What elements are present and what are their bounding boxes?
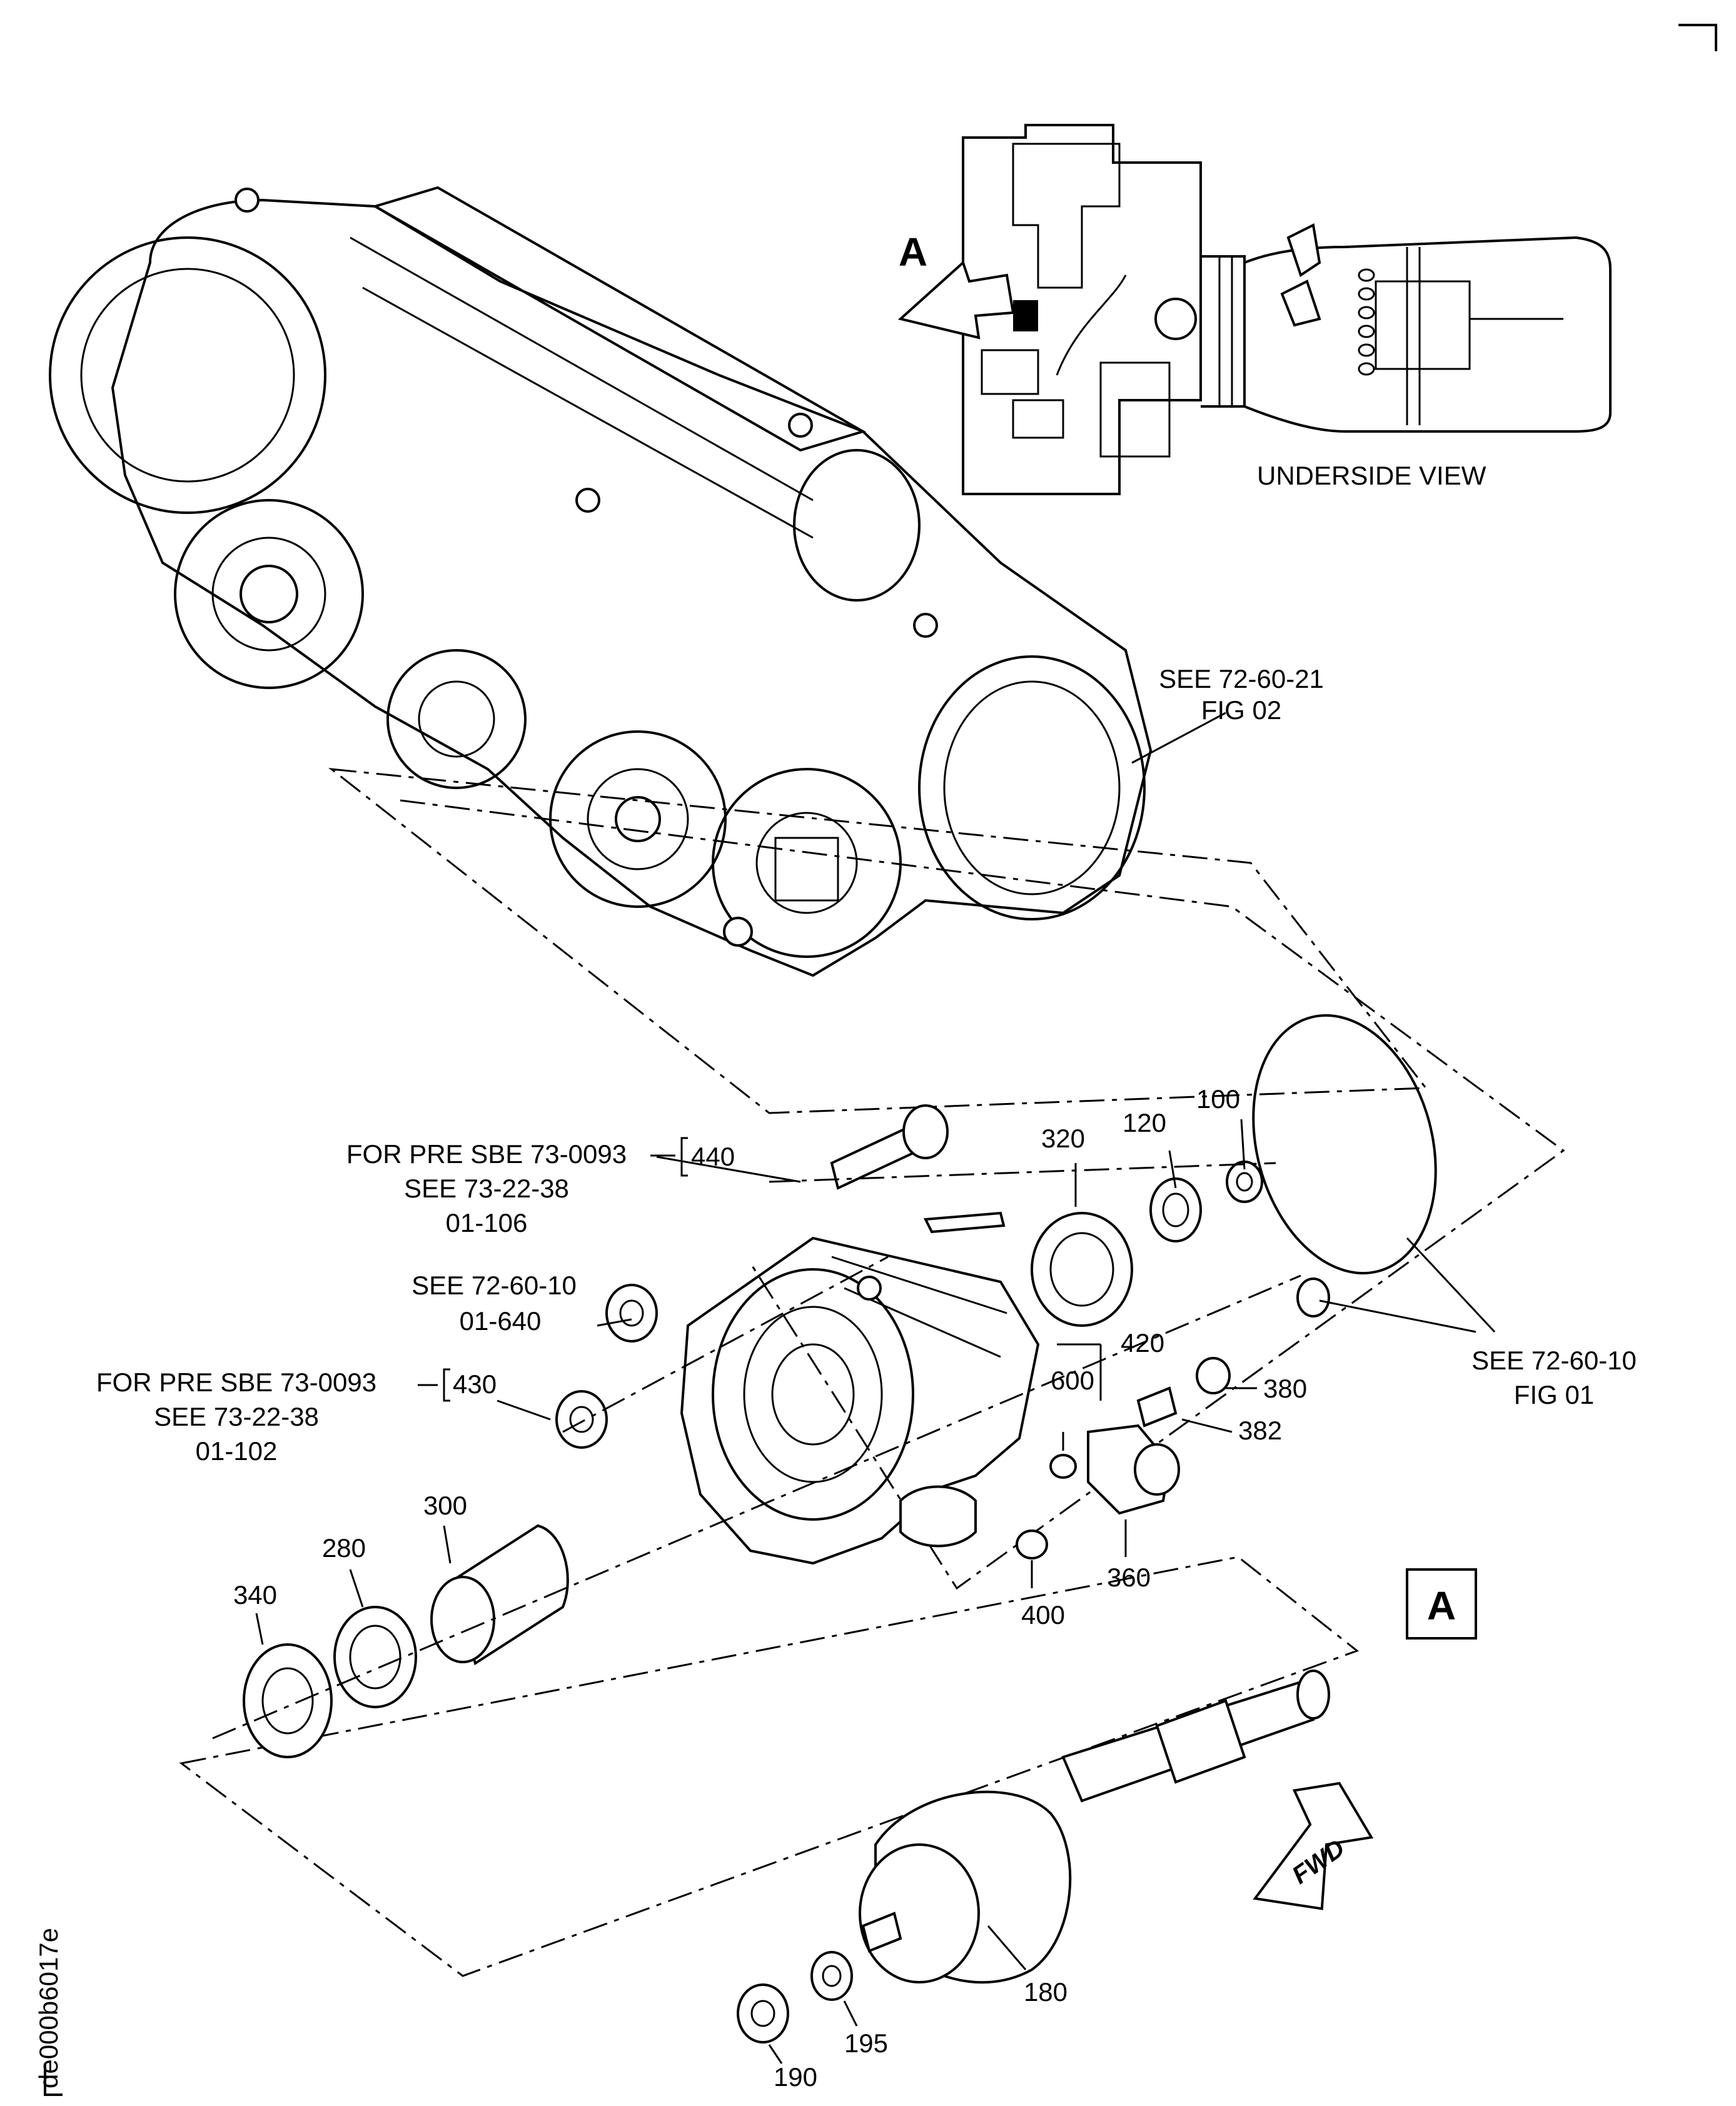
corner-mark-bottom [44, 2063, 63, 2096]
callout-340: 340 [233, 1580, 277, 1610]
callout-430: 430 [453, 1369, 497, 1399]
callout-440: 440 [691, 1142, 735, 1171]
callout-320: 320 [1041, 1124, 1085, 1153]
inset-caption: UNDERSIDE VIEW [1257, 461, 1486, 490]
part-195-washer [810, 1951, 853, 2001]
part-300-sleeve [430, 1524, 569, 1666]
fwd-arrow: FWD [1253, 1781, 1374, 1910]
boundary-middle [400, 799, 1565, 1590]
svg-text:FOR PRE SBE 73-0093: FOR PRE SBE 73-0093 [346, 1139, 627, 1169]
boundary-lower [179, 1556, 1360, 1977]
callout-360: 360 [1107, 1563, 1151, 1592]
part-340-seal [243, 1643, 333, 1758]
part-430-bearing [555, 1390, 608, 1449]
callout-300: 300 [423, 1491, 467, 1520]
svg-text:SEE 72-60-10: SEE 72-60-10 [1471, 1346, 1637, 1375]
large-o-ring [1252, 1014, 1437, 1275]
ref-72-60-21: SEE 72-60-21 FIG 02 [1159, 664, 1324, 725]
part-280-bearing [333, 1606, 417, 1708]
part-190-nut [737, 1983, 789, 2043]
callout-380: 380 [1263, 1374, 1307, 1403]
callout-382: 382 [1238, 1416, 1282, 1445]
svg-text:FOR PRE SBE 73-0093: FOR PRE SBE 73-0093 [96, 1368, 376, 1397]
part-360-sensor [1087, 1424, 1180, 1515]
ref-72-60-10-fig01: SEE 72-60-10 FIG 01 [1471, 1346, 1637, 1409]
cover-housing [680, 1211, 1040, 1565]
svg-text:01-640: 01-640 [460, 1306, 542, 1336]
part-400-washer [1016, 1529, 1048, 1559]
callout-400: 400 [1021, 1600, 1065, 1630]
callout-195: 195 [844, 2028, 888, 2058]
part-640-bearing [605, 1284, 658, 1343]
svg-text:SEE 73-22-38: SEE 73-22-38 [404, 1174, 569, 1203]
axis-line-main [212, 1274, 1301, 1740]
svg-text:SEE 73-22-38: SEE 73-22-38 [154, 1402, 319, 1431]
ref-440: FOR PRE SBE 73-0093 SEE 73-22-38 01-106 [346, 1137, 688, 1237]
part-440-bolt [830, 1104, 949, 1190]
small-o-ring [1296, 1277, 1330, 1318]
corner-mark [1678, 24, 1717, 51]
part-320-seal [1031, 1212, 1133, 1327]
svg-text:SEE 72-60-10: SEE 72-60-10 [411, 1271, 577, 1300]
part-380-plug [1196, 1357, 1231, 1394]
axis-line-upper [769, 1162, 1276, 1183]
callout-420: 420 [1121, 1328, 1164, 1358]
ref-640: SEE 72-60-10 01-640 [411, 1271, 577, 1336]
detail-marker-box [1406, 1568, 1477, 1640]
callout-600: 600 [1051, 1366, 1094, 1395]
svg-text:SEE 72-60-21: SEE 72-60-21 [1159, 664, 1324, 693]
part-600-pin [1049, 1454, 1077, 1479]
detail-marker: A [1427, 1583, 1456, 1628]
callout-120: 120 [1123, 1108, 1166, 1137]
callout-280: 280 [322, 1533, 366, 1563]
callout-190: 190 [774, 2062, 817, 2092]
inset-arrow-a [897, 260, 1015, 340]
axis-line-bearings [562, 1256, 889, 1433]
underside-view-inset: A UNDERSIDE VIEW [897, 124, 1612, 495]
callout-100: 100 [1196, 1084, 1240, 1114]
svg-text:FIG 01: FIG 01 [1514, 1380, 1594, 1409]
svg-text:FIG 02: FIG 02 [1201, 695, 1281, 725]
drawing-id: de000b6017e [34, 1928, 63, 2088]
svg-text:01-102: 01-102 [196, 1436, 278, 1466]
leader-lines [255, 712, 1496, 2064]
part-180-shaft [859, 1670, 1330, 1984]
inset-marker: A [899, 229, 927, 275]
callout-180: 180 [1024, 1977, 1067, 2007]
part-120-gear [1149, 1177, 1202, 1242]
boundary-upper [328, 767, 1428, 1114]
part-382-bracket [1136, 1386, 1178, 1428]
ref-430: FOR PRE SBE 73-0093 SEE 73-22-38 01-102 [96, 1368, 450, 1466]
svg-text:01-106: 01-106 [446, 1208, 528, 1237]
